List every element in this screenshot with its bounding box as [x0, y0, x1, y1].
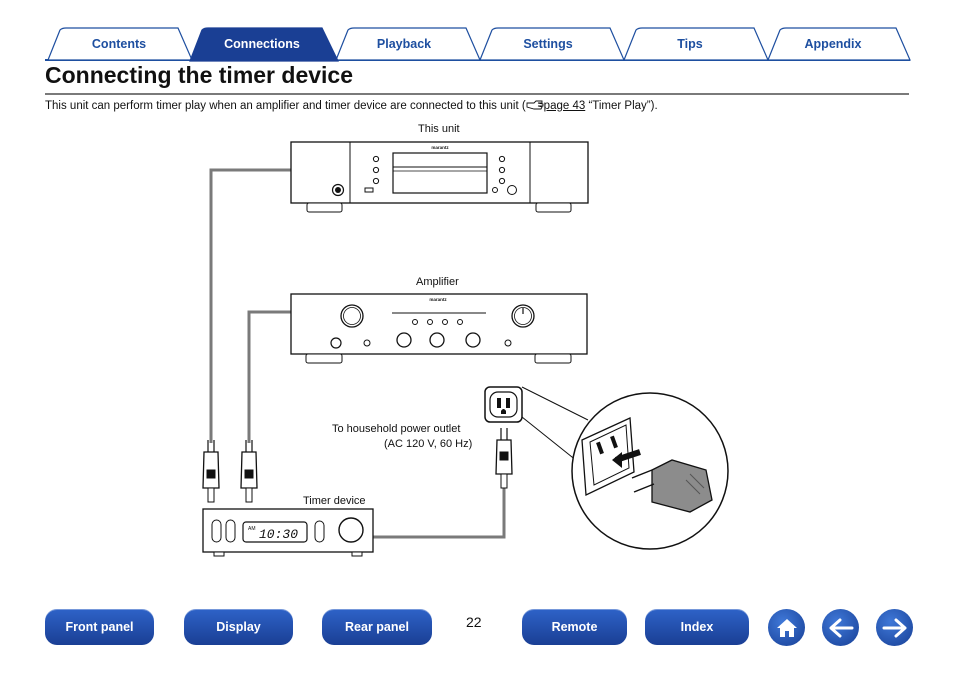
page-number: 22	[466, 614, 482, 630]
brand-logo-unit: marantz	[431, 145, 449, 150]
tab-connections[interactable]: Connections	[224, 37, 300, 51]
amplifier-device: marantz	[290, 293, 588, 364]
intro-text-before: This unit can perform timer play when an…	[45, 100, 526, 112]
amplifier-label: Amplifier	[416, 276, 459, 288]
title-divider	[45, 93, 909, 95]
brand-logo-amplifier: marantz	[429, 297, 447, 302]
this-unit-device: marantz	[290, 141, 589, 213]
tab-connections-shape	[189, 27, 339, 62]
tab-tips-shape	[623, 27, 769, 61]
tab-settings[interactable]: Settings	[523, 37, 573, 51]
remote-button[interactable]: Remote	[522, 609, 627, 645]
outlet-label-line1: To household power outlet	[332, 423, 461, 435]
tab-appendix[interactable]: Appendix	[804, 37, 862, 51]
tab-appendix-shape	[767, 27, 911, 61]
intro-page-link[interactable]: page 43	[543, 100, 586, 112]
tab-playback-shape	[335, 27, 481, 61]
pointing-hand-icon	[526, 100, 544, 110]
this-unit-label: This unit	[418, 123, 460, 135]
timer-device: AM 10:30	[202, 508, 374, 557]
forward-arrow-icon	[882, 618, 906, 637]
timer-device-plugs	[202, 428, 513, 503]
back-arrow-icon	[829, 618, 853, 637]
home-button[interactable]	[768, 609, 805, 646]
timer-am-indicator: AM	[248, 526, 256, 532]
tab-tips[interactable]: Tips	[677, 37, 703, 51]
timer-device-label: Timer device	[303, 495, 366, 507]
plug-insertion-callout	[521, 386, 729, 550]
index-button[interactable]: Index	[645, 609, 749, 645]
tab-bar	[45, 27, 911, 62]
tab-settings-shape	[479, 27, 625, 61]
intro-text: This unit can perform timer play when an…	[45, 99, 658, 112]
home-icon	[776, 618, 797, 637]
forward-button[interactable]	[876, 609, 913, 646]
back-button[interactable]	[822, 609, 859, 646]
wall-outlet	[484, 386, 523, 423]
intro-text-after: “Timer Play”).	[585, 100, 658, 112]
timer-display: 10:30	[259, 527, 298, 542]
display-button[interactable]: Display	[184, 609, 293, 645]
rear-panel-button[interactable]: Rear panel	[322, 609, 432, 645]
tab-playback[interactable]: Playback	[376, 37, 432, 51]
page-title: Connecting the timer device	[45, 62, 354, 88]
tab-contents[interactable]: Contents	[91, 37, 147, 51]
outlet-label-line2: (AC 120 V, 60 Hz)	[384, 438, 473, 450]
power-cables	[209, 168, 506, 539]
tab-contents-shape	[47, 27, 193, 61]
front-panel-button[interactable]: Front panel	[45, 609, 154, 645]
